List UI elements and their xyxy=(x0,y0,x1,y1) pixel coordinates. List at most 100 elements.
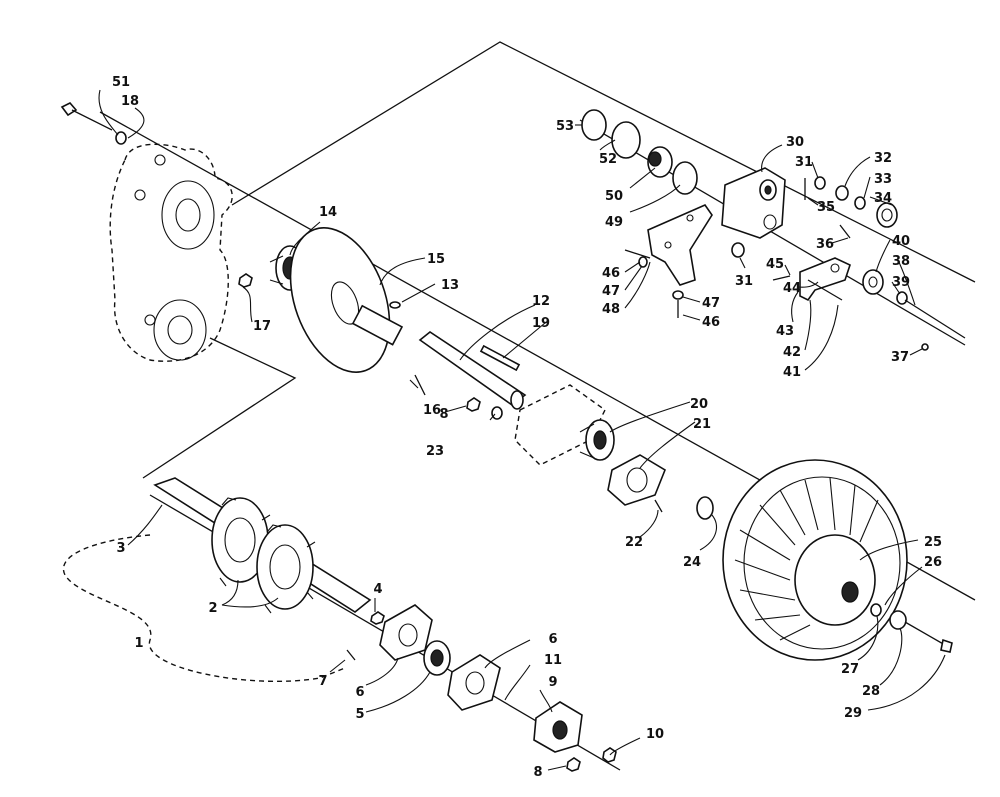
piston-50 xyxy=(647,146,673,178)
label-24: 24 xyxy=(683,555,701,570)
washer-27 xyxy=(870,603,882,617)
label-31-upper: 31 xyxy=(795,155,813,170)
washer-23 xyxy=(491,406,503,420)
label-48: 48 xyxy=(602,302,620,317)
label-31-lower: 31 xyxy=(735,274,753,289)
pin-45 xyxy=(772,275,791,281)
pad-52 xyxy=(611,121,641,159)
clutch-fins xyxy=(734,477,879,641)
label-42: 42 xyxy=(783,345,801,360)
label-28: 28 xyxy=(862,684,880,699)
nut-8-lower xyxy=(566,757,581,772)
adjuster-40 xyxy=(862,269,884,295)
label-3: 3 xyxy=(116,541,125,556)
cap-53 xyxy=(581,109,607,141)
label-18: 18 xyxy=(121,94,139,109)
screw-22 xyxy=(654,499,663,513)
label-38: 38 xyxy=(892,254,910,269)
nut-8-upper xyxy=(466,397,481,412)
label-47-lower: 47 xyxy=(702,296,720,311)
label-30: 30 xyxy=(786,135,804,150)
label-25: 25 xyxy=(924,535,942,550)
cotter-pin-36 xyxy=(839,224,851,239)
spring-32 xyxy=(835,185,849,201)
pad-49 xyxy=(672,161,698,195)
brake-disc-15 xyxy=(289,227,391,373)
label-22: 22 xyxy=(625,535,643,550)
bushing-31-upper xyxy=(814,176,826,190)
label-46-upper: 46 xyxy=(602,266,620,281)
label-14: 14 xyxy=(319,205,337,220)
label-10: 10 xyxy=(646,727,664,742)
nut-4 xyxy=(370,611,385,625)
label-41: 41 xyxy=(783,365,801,380)
label-16: 16 xyxy=(423,403,441,418)
bearing-5 xyxy=(423,640,451,676)
label-17: 17 xyxy=(253,319,271,334)
label-1: 1 xyxy=(134,636,143,651)
label-9: 9 xyxy=(548,675,557,690)
bearing-20 xyxy=(579,419,615,461)
label-21: 21 xyxy=(693,417,711,432)
driven-clutch-25 xyxy=(722,459,908,661)
label-49: 49 xyxy=(605,215,623,230)
key-19 xyxy=(479,344,521,372)
label-8-upper: 8 xyxy=(439,407,448,422)
flange-21 xyxy=(607,454,666,506)
brake-hub xyxy=(351,304,404,346)
label-53: 53 xyxy=(556,119,574,134)
label-19: 19 xyxy=(532,316,550,331)
washer-47-lower xyxy=(672,290,684,300)
sprocket-2a xyxy=(211,497,271,587)
caliper-axis xyxy=(579,119,966,346)
label-5: 5 xyxy=(355,707,364,722)
sprocket-2b xyxy=(256,524,316,614)
label-37: 37 xyxy=(891,350,909,365)
label-47-upper: 47 xyxy=(602,284,620,299)
rod-44 xyxy=(807,279,843,301)
label-44: 44 xyxy=(783,281,801,296)
flange-6-right xyxy=(447,654,501,711)
label-33: 33 xyxy=(874,172,892,187)
label-26: 26 xyxy=(924,555,942,570)
screw-7 xyxy=(346,649,356,661)
bushing-31-lower xyxy=(731,242,745,258)
label-29: 29 xyxy=(844,706,862,721)
label-11: 11 xyxy=(544,653,562,668)
nut-39 xyxy=(896,291,908,305)
housing-upper-bearing-bore xyxy=(161,180,215,250)
grease-fitting-10 xyxy=(602,747,617,763)
mount-bracket-48 xyxy=(647,204,713,286)
nut-34 xyxy=(876,202,898,228)
housing-lower-bearing-bore xyxy=(153,299,207,361)
washer-28 xyxy=(889,610,907,630)
label-32: 32 xyxy=(874,151,892,166)
bearing-cap-9 xyxy=(533,701,583,753)
label-43: 43 xyxy=(776,324,794,339)
label-40: 40 xyxy=(892,234,910,249)
label-52: 52 xyxy=(599,152,617,167)
label-7: 7 xyxy=(318,674,327,689)
reference-lines xyxy=(62,41,976,683)
label-23: 23 xyxy=(426,444,444,459)
label-46-lower: 46 xyxy=(702,315,720,330)
cable-38 xyxy=(904,299,966,339)
label-8-lower: 8 xyxy=(533,765,542,780)
label-51: 51 xyxy=(112,75,130,90)
label-2: 2 xyxy=(208,601,217,616)
label-6-right: 6 xyxy=(548,632,557,647)
key-13 xyxy=(389,301,401,309)
label-34: 34 xyxy=(874,191,892,206)
label-36: 36 xyxy=(816,237,834,252)
bolt-29 xyxy=(904,621,953,653)
label-6-left: 6 xyxy=(355,685,364,700)
label-35: 35 xyxy=(817,200,835,215)
end-37 xyxy=(921,343,929,351)
callout-labels: 51 18 14 15 13 17 12 19 16 8 23 20 21 22… xyxy=(112,75,942,780)
label-20: 20 xyxy=(690,397,708,412)
screw-16 xyxy=(414,374,426,396)
shaft-12 xyxy=(418,331,527,410)
label-39: 39 xyxy=(892,275,910,290)
